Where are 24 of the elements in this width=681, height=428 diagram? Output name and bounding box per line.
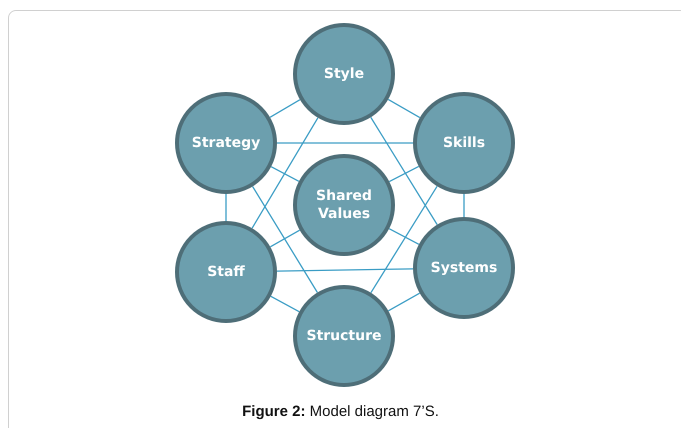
connector-line: [388, 98, 420, 118]
connector-line: [252, 186, 318, 293]
connector-line: [270, 296, 300, 312]
connector-line: [225, 194, 227, 221]
connector-line: [463, 194, 465, 217]
connector-line: [388, 228, 420, 245]
node-label: Staff: [206, 262, 246, 282]
node-label: Style: [322, 64, 366, 84]
connector-line: [252, 117, 318, 229]
node-label: Systems: [430, 258, 498, 278]
node-label: Strategy: [190, 134, 262, 152]
connector-line: [370, 186, 438, 294]
node-label: Shared Values: [315, 186, 373, 224]
connector-line: [389, 166, 419, 182]
connector-line: [270, 99, 300, 118]
connector-line: [370, 117, 438, 225]
connector-line: [270, 230, 300, 248]
connector-line: [270, 166, 300, 182]
connector-line: [277, 142, 413, 144]
node-label: Skills: [442, 134, 486, 152]
connector-line: [276, 268, 414, 272]
figure-caption: Figure 2: Model diagram 7’S.: [242, 403, 439, 420]
node-label: Structure: [305, 326, 382, 346]
connector-line: [388, 292, 420, 312]
